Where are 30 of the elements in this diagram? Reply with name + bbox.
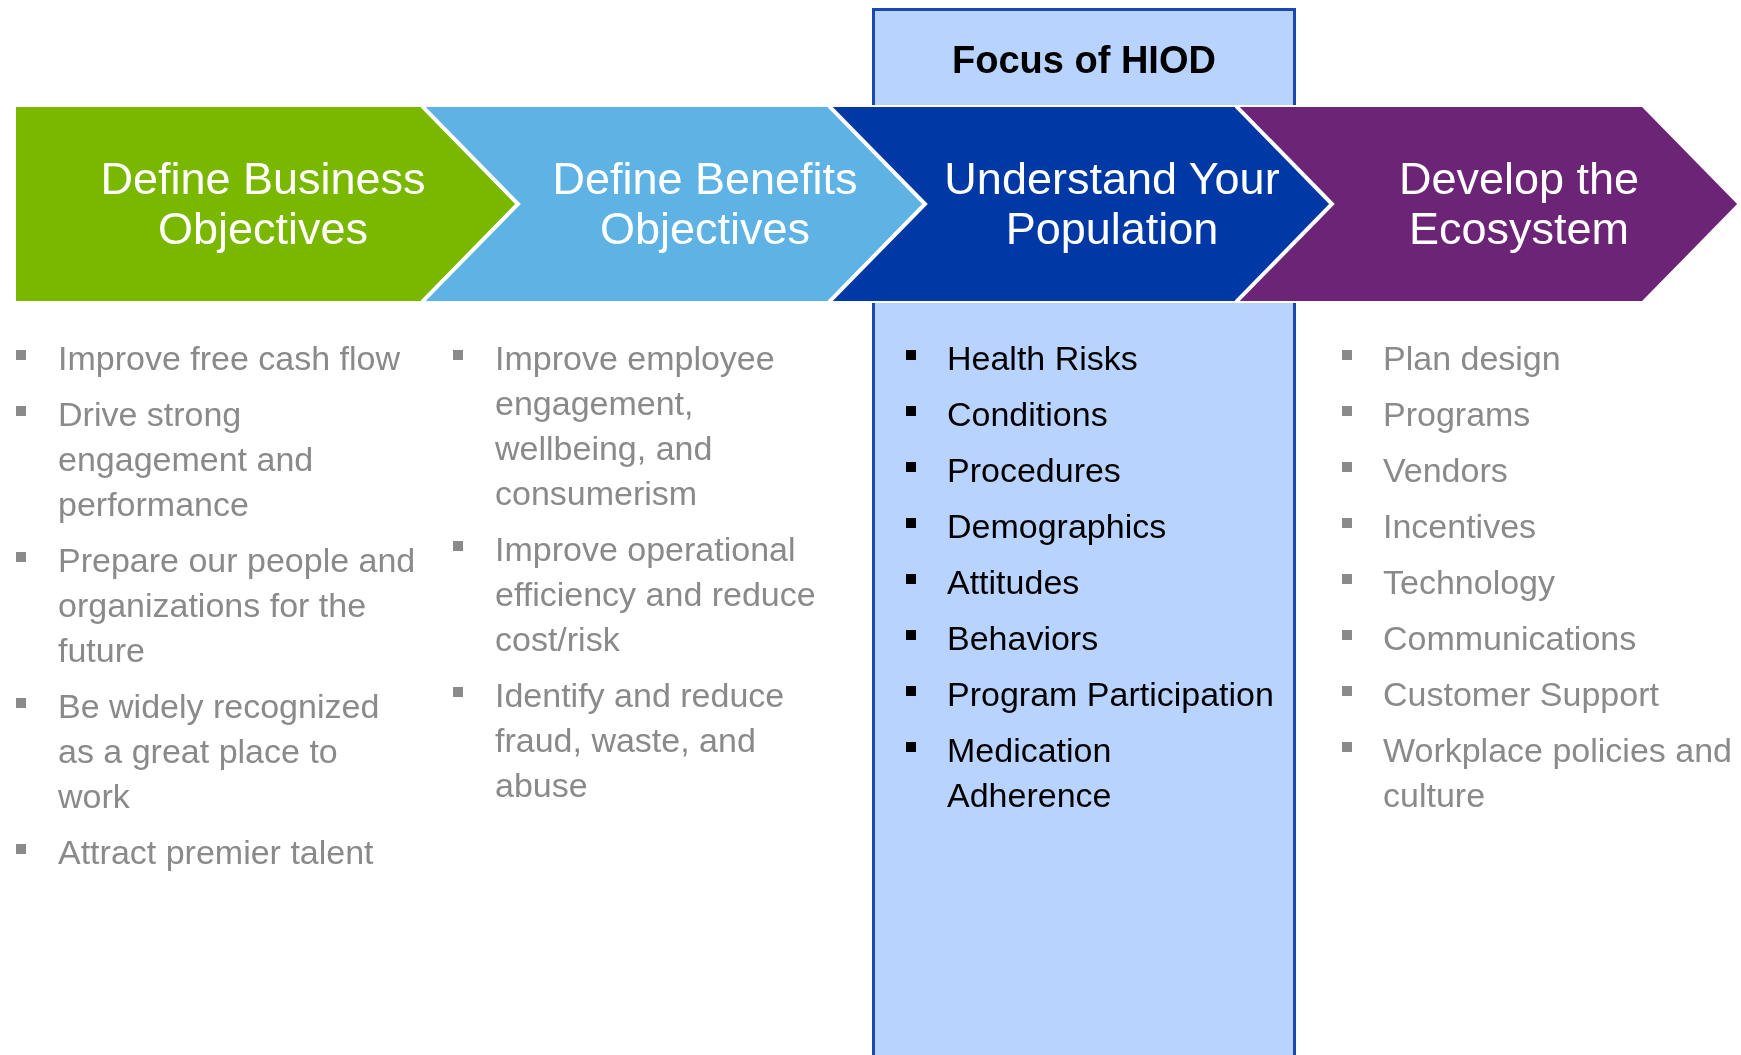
bullet-text: Behaviors [947,618,1100,659]
bullet-text: Improve free cash flow [58,338,402,379]
bullet-text: Conditions [947,394,1109,435]
bullet-text: Drive strong engagement and performance [58,394,315,525]
bullet-text: Workplace policies and culture [1383,730,1733,816]
bullet-text: Incentives [1383,506,1538,547]
bullet-text: Improve operational efficiency and reduce cost/risk [495,529,817,660]
bullet-text: Identify and reduce fraud, waste, and abuse [495,675,786,806]
bullet-text: Demographics [947,506,1168,547]
bullet-text: Program Participation [947,674,1275,715]
step-title: Understand Your Population [943,154,1281,254]
step-title: Define Business Objectives [99,154,427,254]
bullet-text: Medication Adherence [947,730,1113,816]
bullet-text: Programs [1383,394,1532,435]
bullet-text: Communications [1383,618,1638,659]
step-title: Define Benefits Objectives [551,154,859,254]
highlight-panel [872,8,1296,105]
bullet-text: Prepare our people and organizations for the future [58,540,417,671]
bullet-text: Be widely recognized as a great place to work [58,686,381,817]
bullet-text: Customer Support [1383,674,1660,715]
bullet-text: Improve employee engagement, wellbeing, and consumerism [495,338,776,514]
bullet-text: Procedures [947,450,1122,491]
bullet-text: Plan design [1383,338,1562,379]
panel-heading: Focus of HIOD [951,39,1217,82]
bullet-text: Attitudes [947,562,1081,603]
bullet-text: Attract premier talent [58,832,375,873]
bullet-text: Health Risks [947,338,1139,379]
bullet-text: Vendors [1383,450,1509,491]
step-title: Develop the Ecosystem [1397,154,1641,254]
bullet-text: Technology [1383,562,1556,603]
